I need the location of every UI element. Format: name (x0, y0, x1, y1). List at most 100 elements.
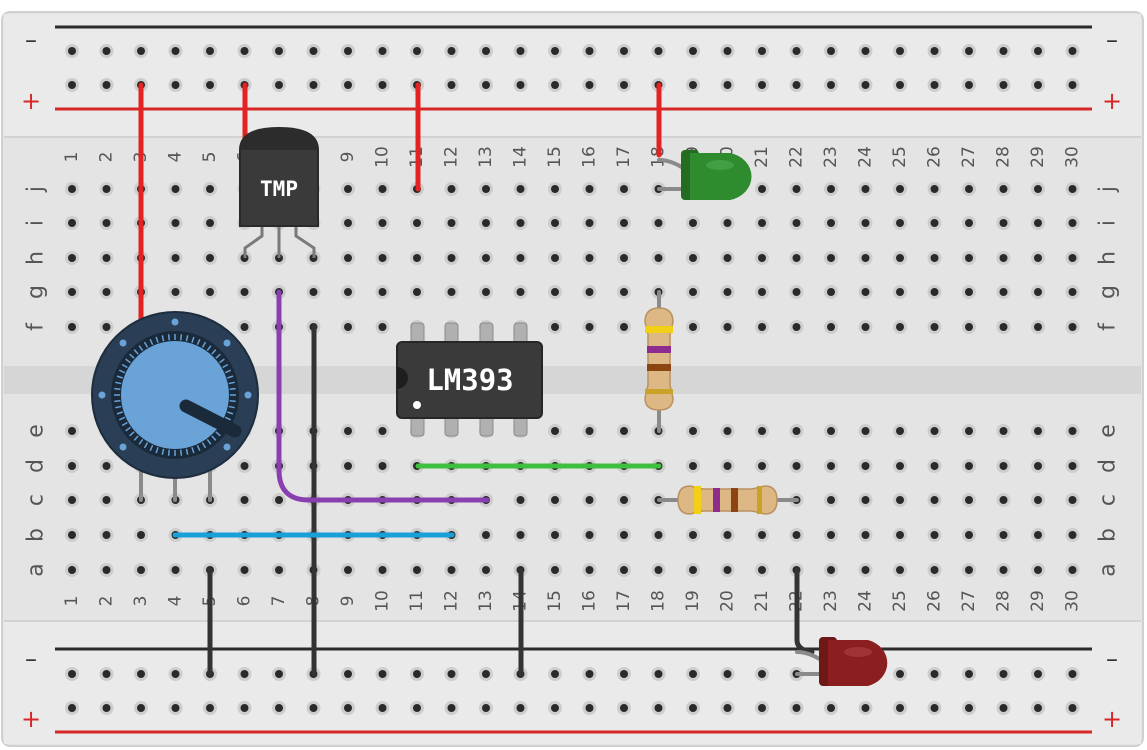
hole-center (1068, 496, 1077, 504)
row-label: j (1096, 186, 1121, 193)
hole-center (827, 566, 835, 574)
hole-center (896, 219, 904, 227)
hole-center (137, 566, 145, 574)
knob-tick (129, 353, 135, 359)
hole-center (171, 47, 180, 55)
hole-center (1068, 462, 1077, 470)
knob-tick (229, 400, 236, 403)
knob-tick (116, 375, 123, 379)
hole-center (344, 81, 352, 89)
rail-plus-label-bottom-left: + (21, 705, 41, 733)
hole-center (551, 288, 559, 296)
hole-center (171, 566, 180, 574)
hole-center (965, 566, 973, 574)
hole-center (240, 566, 249, 574)
hole-center (827, 704, 835, 712)
hole-center (792, 47, 801, 55)
column-label: 3 (131, 596, 151, 607)
hole-center (792, 427, 801, 435)
hole-center (551, 566, 559, 574)
hole-center (206, 47, 214, 55)
temperature-sensor[interactable]: TMP (239, 126, 319, 258)
hole-center (999, 496, 1008, 504)
hole-center (206, 219, 214, 227)
column-label: 10 (373, 590, 393, 612)
resistor-vertical[interactable] (644, 290, 674, 433)
hole-center (999, 427, 1008, 435)
hole-center (827, 427, 835, 435)
resistor-horizontal[interactable] (657, 485, 799, 515)
hole-center (999, 462, 1008, 470)
knob-tick (155, 336, 159, 343)
rail-plus-label-top-left: + (21, 87, 41, 115)
green-led[interactable] (657, 150, 752, 200)
hole-center (68, 185, 76, 193)
hole-center (723, 531, 732, 539)
hole-center (758, 185, 766, 193)
hole-center (827, 81, 835, 89)
row-label: f (24, 322, 49, 331)
column-label: 30 (1063, 146, 1083, 168)
column-label: 2 (97, 596, 117, 607)
knob-tick (167, 334, 170, 341)
column-label: 17 (614, 146, 634, 168)
column-label: 21 (752, 146, 772, 168)
hole-center (999, 219, 1008, 227)
hole-center (447, 219, 456, 227)
hole-center (758, 47, 766, 55)
hole-center (1068, 81, 1077, 89)
hole-center (240, 47, 249, 55)
red-led[interactable] (795, 637, 888, 686)
hole-center (68, 531, 76, 539)
knob-tick (114, 400, 121, 403)
hole-center (654, 219, 663, 227)
hole-center (102, 704, 111, 712)
column-label: 12 (442, 590, 462, 612)
hole-center (689, 566, 697, 574)
knob-tick (191, 447, 195, 454)
hole-center (137, 47, 145, 55)
hole-center (896, 288, 904, 296)
hole-center (551, 531, 559, 539)
rail-plus-label-top-right: + (1102, 87, 1122, 115)
hole-center (999, 254, 1008, 262)
hole-center (792, 704, 801, 712)
hole-center (1034, 81, 1042, 89)
hole-center (413, 670, 421, 678)
rail-minus-label-top-right: – (1106, 26, 1118, 54)
hole-center (723, 323, 732, 331)
column-label: 21 (752, 590, 772, 612)
knob-tick (149, 338, 154, 346)
hole-center (447, 47, 456, 55)
hole-center (1034, 531, 1042, 539)
hole-center (930, 323, 939, 331)
knob-tick (185, 448, 189, 455)
rail-minus-label-bottom-right: – (1106, 645, 1118, 673)
knob-tick (149, 444, 154, 452)
knob-tick (211, 435, 217, 441)
purple-wire[interactable] (276, 289, 490, 503)
potentiometer[interactable] (91, 311, 259, 502)
knob-tick (121, 363, 128, 369)
column-label: 23 (821, 590, 841, 612)
hole-center (792, 531, 801, 539)
hole-center (930, 81, 939, 89)
hole-center (344, 704, 352, 712)
lm393-chip[interactable]: LM393 (396, 322, 543, 437)
hole-center (1034, 462, 1042, 470)
column-label: 11 (407, 590, 427, 612)
hole-center (309, 81, 318, 89)
hole-center (275, 704, 283, 712)
hole-center (516, 288, 525, 296)
hole-center (758, 219, 766, 227)
hole-center (930, 219, 939, 227)
black-wire-col22[interactable] (794, 567, 815, 655)
hole-center (68, 704, 76, 712)
hole-center (723, 566, 732, 574)
hole-center (378, 254, 387, 262)
hole-center (827, 47, 835, 55)
hole-center (551, 185, 559, 193)
hole-center (516, 81, 525, 89)
hole-center (723, 219, 732, 227)
